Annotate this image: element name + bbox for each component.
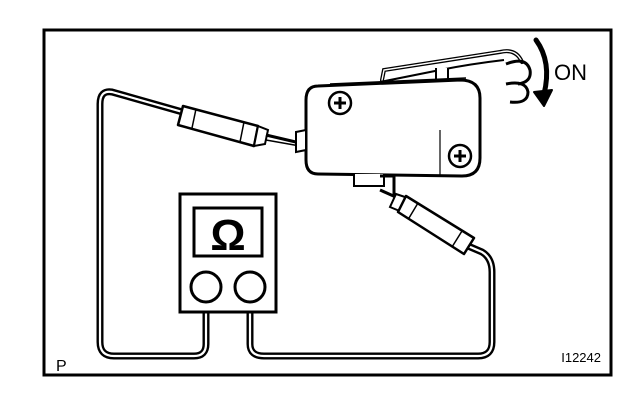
microswitch [295, 49, 532, 196]
test-probe-right [379, 188, 476, 256]
meter-terminal-right [233, 270, 267, 304]
meter-terminal-left [189, 270, 223, 304]
figure-frame [42, 28, 613, 377]
rotation-arrow-icon [533, 37, 550, 97]
corner-letter: P [56, 358, 67, 375]
test-probe-left [176, 104, 301, 148]
lead-wire-right [246, 242, 496, 360]
switch-state-label: ON [554, 60, 587, 85]
ohmmeter: Ω [178, 192, 278, 314]
figure-code: I12242 [561, 350, 601, 365]
ohm-symbol: Ω [210, 211, 245, 260]
meter-display [192, 206, 264, 258]
